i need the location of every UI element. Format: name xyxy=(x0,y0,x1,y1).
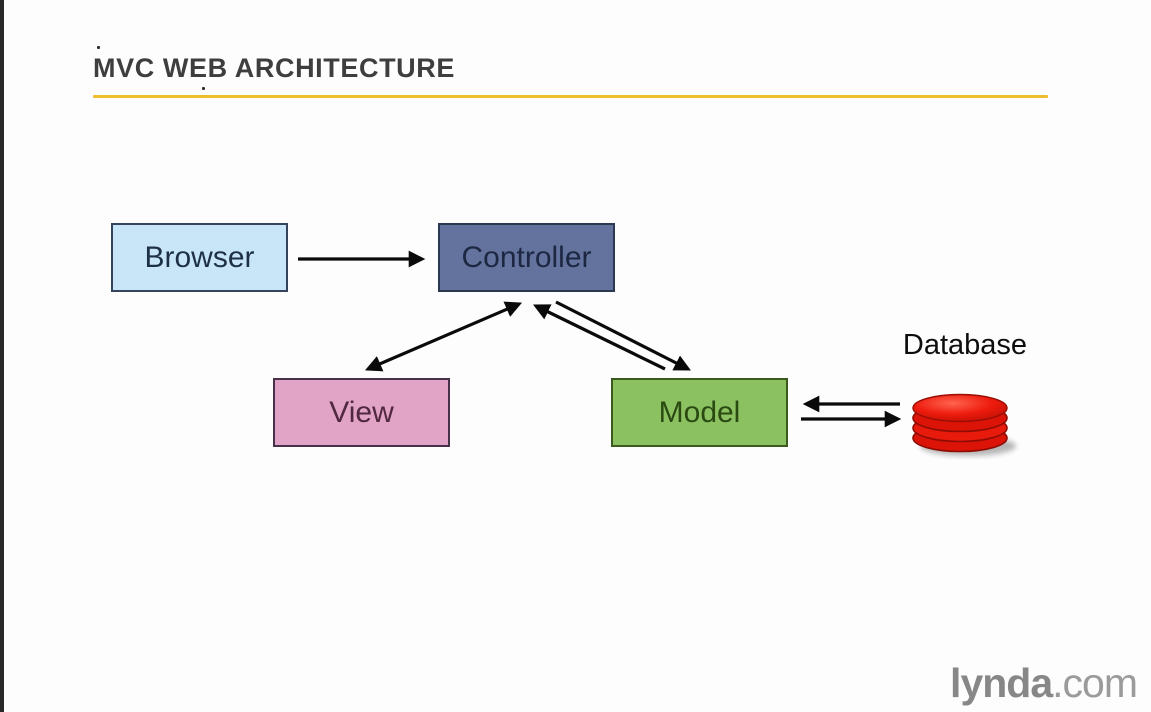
node-browser-label: Browser xyxy=(144,240,255,274)
node-controller: Controller xyxy=(438,223,615,292)
lynda-logo-primary: lynda xyxy=(950,660,1053,706)
database-cylinder-icon xyxy=(912,393,1016,456)
dust-speck xyxy=(97,46,100,49)
node-view-label: View xyxy=(329,395,394,429)
lynda-logo-suffix: .com xyxy=(1052,660,1138,706)
title-underline-rule xyxy=(93,95,1048,98)
database-label: Database xyxy=(902,329,1028,361)
node-view: View xyxy=(273,378,450,447)
node-model: Model xyxy=(611,378,788,447)
left-edge-bar xyxy=(0,0,4,712)
dust-speck xyxy=(202,87,205,90)
node-model-label: Model xyxy=(658,395,741,429)
arrow-controller-view-bidirectional xyxy=(364,301,523,372)
node-browser: Browser xyxy=(111,223,288,292)
node-controller-label: Controller xyxy=(461,240,592,274)
lynda-logo: lynda.com xyxy=(950,660,1138,706)
arrow-controller-to-model xyxy=(555,300,691,371)
page-title: MVC WEB ARCHITECTURE xyxy=(93,53,455,83)
arrow-model-to-controller xyxy=(533,304,666,371)
